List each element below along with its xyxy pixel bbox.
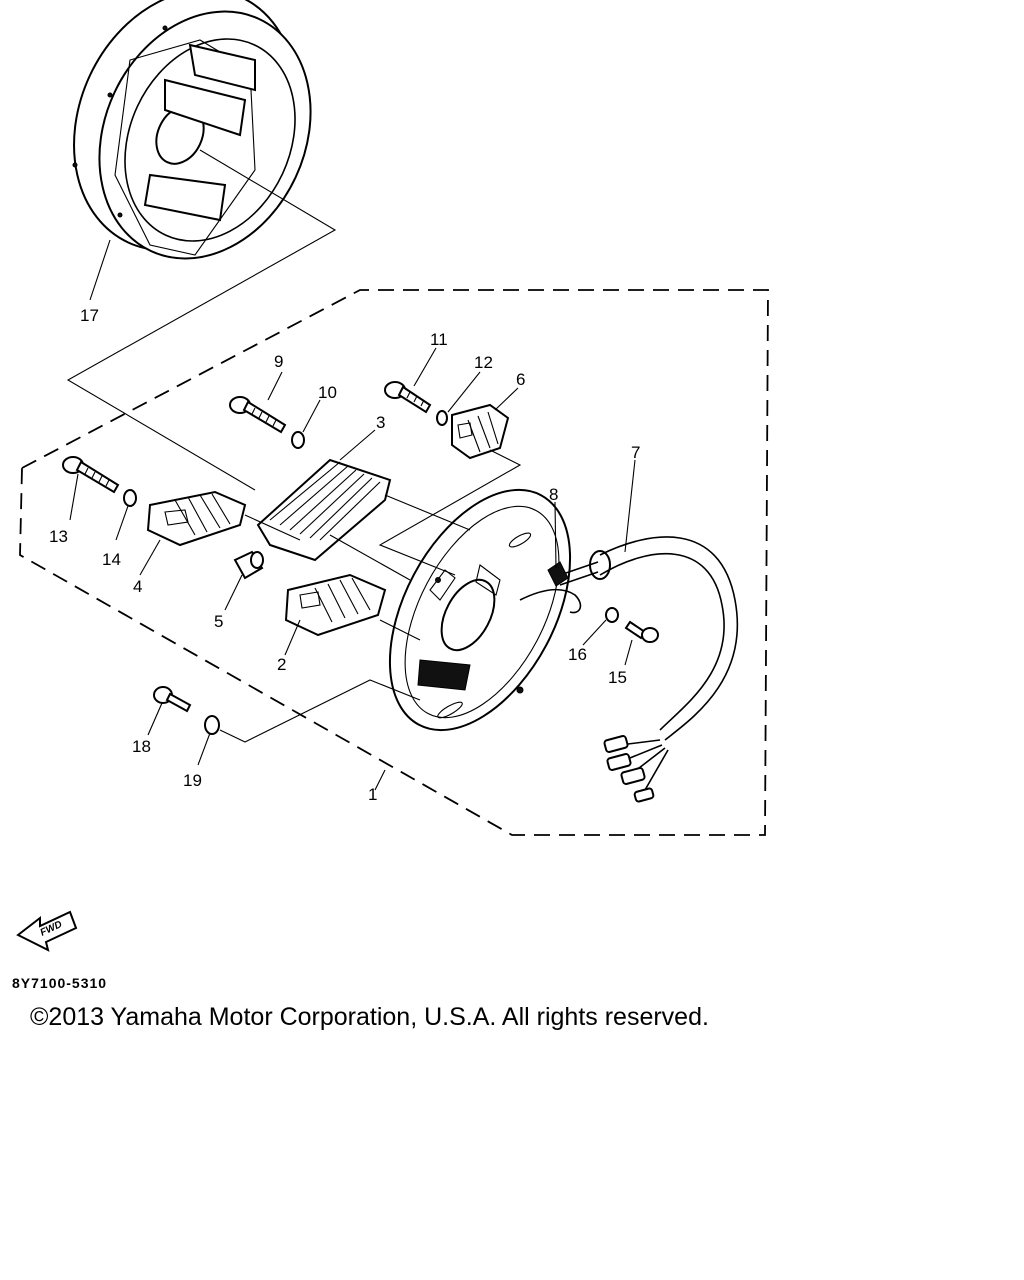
lighting-coil [451,403,510,460]
callout-14: 14 [102,550,121,569]
callout-1: 1 [368,785,377,804]
callout-13: 13 [49,527,68,546]
coil2-leader-line [379,619,421,641]
copyright-notice: ©2013 Yamaha Motor Corporation, U.S.A. A… [30,1003,709,1031]
screw-11 [384,381,432,414]
washer-14 [123,489,137,507]
stator-base-plate [388,488,572,732]
callout-19: 19 [183,771,202,790]
callout-4: 4 [133,577,142,596]
callout-leaders [69,239,636,791]
screw-9 [229,396,287,434]
flywheel-rotor [72,0,312,260]
diagram-part-code: 8Y7100-5310 [12,975,108,991]
screw-18 [153,686,192,713]
screw-13 [62,456,120,494]
screw-15 [624,620,659,643]
callout-16: 16 [568,645,587,664]
coil6-leader-line [378,449,522,576]
pulser-coil-left [146,490,247,547]
coil4-leader-line [244,514,301,541]
washer-10 [291,431,305,449]
charge-coil [256,458,392,562]
callout-7: 7 [631,443,640,462]
callout-18: 18 [132,737,151,756]
callout-5: 5 [214,612,223,631]
callout-11: 11 [430,330,448,349]
washer-12 [436,410,448,426]
washer-19 [204,715,220,735]
callout-12: 12 [474,353,493,372]
callout-3: 3 [376,413,385,432]
spacer-collar [233,550,264,580]
callout-8: 8 [549,485,558,504]
wire-harness [519,536,738,803]
screw18-leader-line [219,679,421,743]
callout-17: 17 [80,306,99,325]
washer-16 [605,607,619,623]
callout-9: 9 [274,352,283,371]
pulser-coil-lower [284,573,387,637]
callout-6: 6 [516,370,525,389]
forward-arrow-icon: FWD [16,910,78,952]
stator-assembly-boundary [19,289,769,836]
flywheel-leader-line [66,149,337,491]
callout-2: 2 [277,655,286,674]
coil-leader-line [329,494,471,581]
callout-15: 15 [608,668,627,687]
callout-10: 10 [318,383,337,402]
